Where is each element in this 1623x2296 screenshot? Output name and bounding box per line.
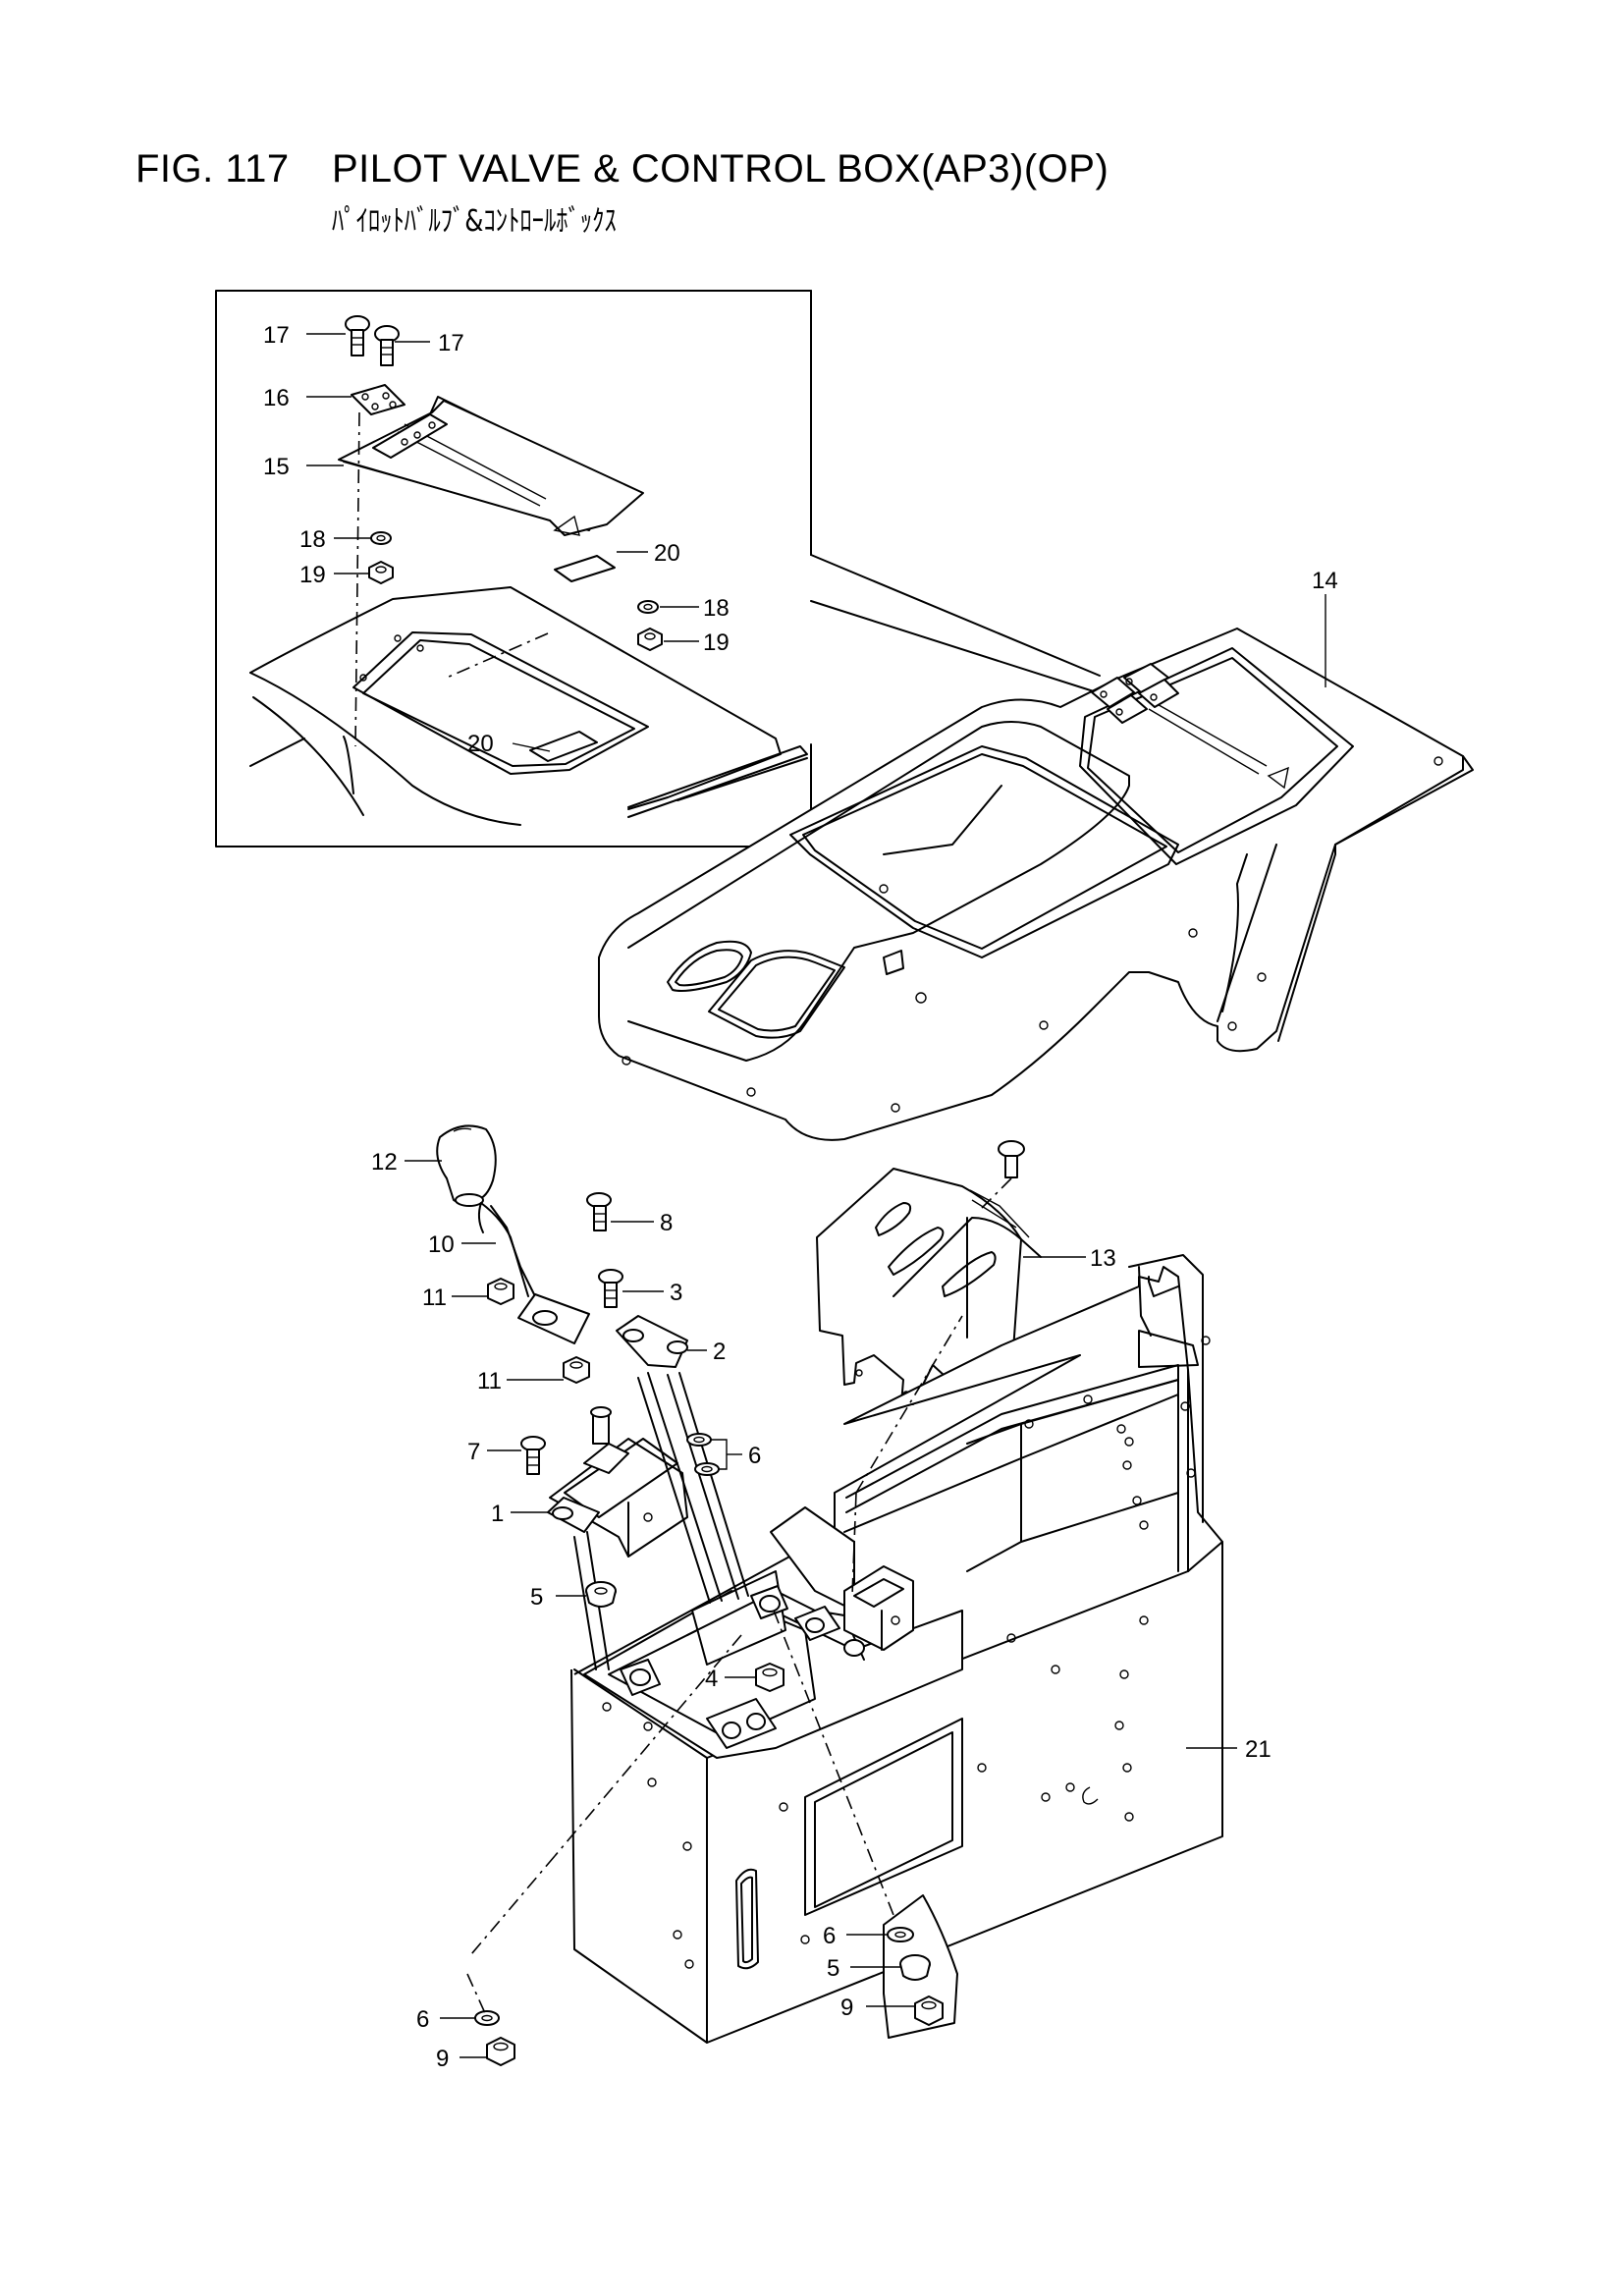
callout-1: 1 xyxy=(491,1501,504,1527)
console-cover xyxy=(598,628,1474,1141)
callout-20b: 20 xyxy=(467,731,494,757)
callout-8: 8 xyxy=(660,1210,673,1236)
callout-14: 14 xyxy=(1312,568,1338,594)
pilot-valve-assembly xyxy=(436,1124,944,2066)
callout-10: 10 xyxy=(428,1231,455,1258)
nut-11a xyxy=(487,1278,514,1305)
nut-11b xyxy=(563,1356,590,1384)
callout-13: 13 xyxy=(1090,1245,1116,1272)
screw-17a xyxy=(345,315,370,356)
callout-3: 3 xyxy=(670,1280,682,1306)
callout-12: 12 xyxy=(371,1149,398,1175)
callout-18b: 18 xyxy=(703,595,730,622)
nut-4 xyxy=(755,1663,784,1692)
callout-9b: 9 xyxy=(436,2046,449,2072)
callout-15: 15 xyxy=(263,454,290,480)
figure-title: FIG. 117 PILOT VALVE & CONTROL BOX(AP3)(O… xyxy=(135,147,1109,191)
callout-4: 4 xyxy=(705,1666,718,1692)
cover-hinge-right xyxy=(1123,663,1169,693)
callout-20a: 20 xyxy=(654,540,680,567)
washer-18b xyxy=(637,600,659,614)
callout-7: 7 xyxy=(467,1439,480,1465)
label-20b xyxy=(529,731,598,762)
washer-18a xyxy=(370,531,392,545)
figure-name: PILOT VALVE & CONTROL BOX(AP3)(OP) xyxy=(332,147,1109,191)
callout-11a: 11 xyxy=(422,1285,447,1311)
callout-19b: 19 xyxy=(703,629,730,656)
detail-inset xyxy=(215,290,1101,847)
callout-17a: 17 xyxy=(263,322,290,349)
leader-lines xyxy=(306,333,1326,2058)
callout-17b: 17 xyxy=(438,330,464,356)
callout-5a: 5 xyxy=(530,1584,543,1611)
cover-plate xyxy=(816,1140,1042,1405)
callout-numbers: 17 17 16 15 18 19 20 18 19 20 14 12 8 10… xyxy=(263,322,1338,2072)
callout-6a: 6 xyxy=(748,1443,761,1469)
hinge xyxy=(351,384,406,415)
label-20a xyxy=(554,555,616,582)
callout-19a: 19 xyxy=(299,562,326,588)
cover-hinge-left xyxy=(1091,677,1135,708)
callout-21: 21 xyxy=(1245,1736,1271,1763)
callout-6c: 6 xyxy=(416,2006,429,2033)
callout-18a: 18 xyxy=(299,526,326,553)
figure-number: FIG. 117 xyxy=(135,147,290,191)
hinge-plate-lid xyxy=(372,413,448,459)
callout-9a: 9 xyxy=(840,1995,853,2021)
callout-5b: 5 xyxy=(827,1955,839,1982)
callout-2: 2 xyxy=(713,1339,726,1365)
callout-16: 16 xyxy=(263,385,290,411)
callout-6b: 6 xyxy=(823,1923,836,1949)
figure-subtitle: ﾊﾟｲﾛｯﾄﾊﾞﾙﾌﾞ&ｺﾝﾄﾛｰﾙﾎﾞｯｸｽ xyxy=(332,204,617,239)
lever-knob xyxy=(436,1124,497,1205)
callout-11b: 11 xyxy=(477,1368,502,1394)
screw-17b xyxy=(374,325,400,366)
